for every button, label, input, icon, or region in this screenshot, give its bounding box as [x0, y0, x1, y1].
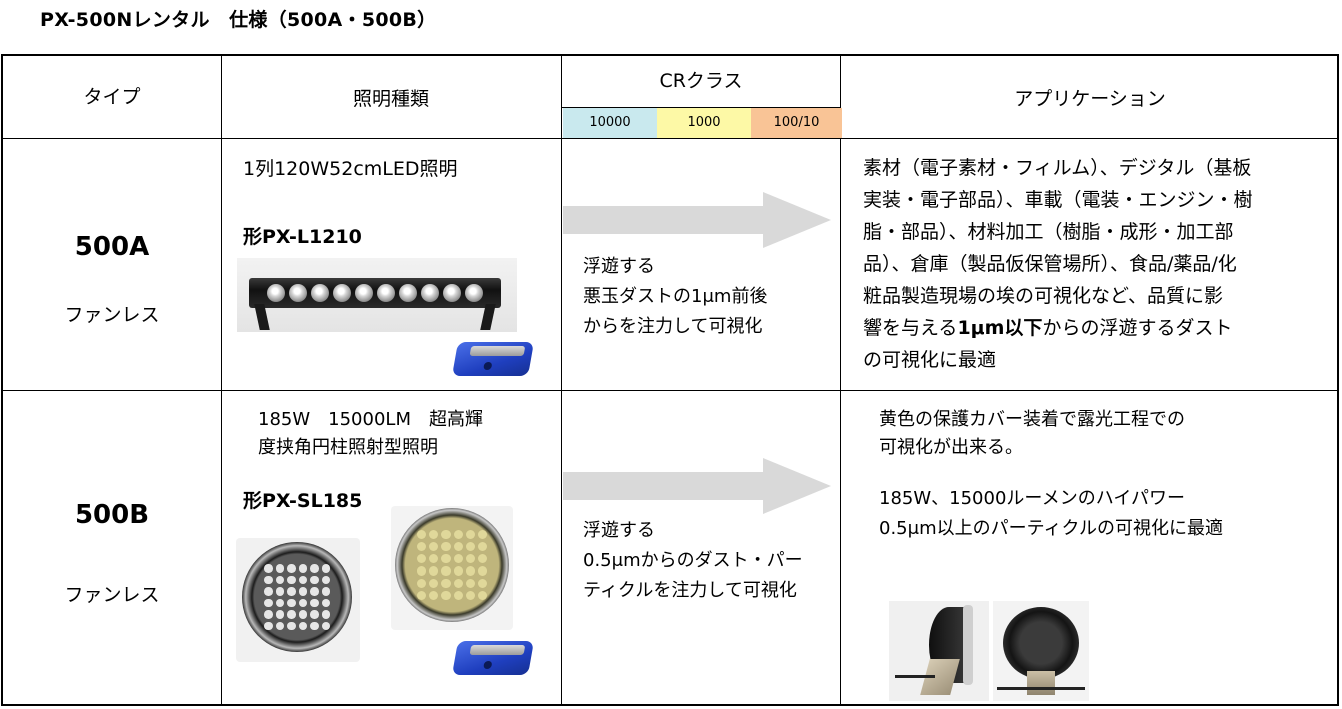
app-line: 黄色の保護カバー装着で露光工程での — [879, 409, 1185, 430]
app-line: 可視化が出来る。 — [879, 437, 1023, 458]
driver-box-image — [452, 641, 534, 675]
yellow-cover-lamp-image — [391, 506, 513, 630]
type-sub-500b: ファンレス — [64, 584, 160, 606]
cr-text-line: ティクルを注力して可視化 — [583, 580, 797, 601]
cr-text-500a: 浮遊する 悪玉ダストの1μm前後 からを注力して可視化 — [583, 252, 767, 342]
app-line: 品）、倉庫（製品仮保管場所）、食品/薬品/化 — [863, 253, 1237, 275]
cr-level-1000: 1000 — [657, 108, 751, 138]
lamp-side-image — [889, 601, 989, 701]
round-lamp-image — [236, 538, 360, 662]
header-cr-class: CRクラス — [659, 70, 743, 92]
header-application: アプリケーション — [1014, 88, 1166, 110]
driver-box-image — [452, 342, 534, 376]
col-divider — [840, 56, 841, 704]
app-line: 響を与える1μm以下からの浮遊するダスト — [863, 312, 1253, 344]
arrow-icon — [563, 458, 831, 514]
type-sub-500a: ファンレス — [64, 304, 160, 326]
type-name-500b: 500B — [74, 500, 150, 530]
cr-text-line: からを注力して可視化 — [583, 316, 763, 337]
cr-text-500b: 浮遊する 0.5μmからのダスト・パー ティクルを注力して可視化 — [583, 516, 803, 606]
cr-text-line: 浮遊する — [583, 520, 655, 541]
col-divider — [221, 56, 222, 704]
cr-level-10000: 10000 — [563, 108, 657, 138]
arrow-icon — [563, 192, 831, 248]
lamp-back-image — [993, 601, 1089, 701]
app-line: 185W、15000ルーメンのハイパワー — [879, 488, 1185, 509]
cr-text-line: 悪玉ダストの1μm前後 — [583, 286, 768, 307]
app-line: 脂・部品）、材料加工（樹脂・成形・加工部 — [863, 221, 1234, 243]
app-line: 粧品製造現場の埃の可視化など、品質に影 — [863, 285, 1224, 307]
model-500b: 形PX-SL185 — [243, 490, 363, 512]
app-text: からの浮遊するダスト — [1042, 317, 1233, 339]
cr-text-line: 浮遊する — [583, 256, 655, 277]
app-line: 0.5μm以上のパーティクルの可視化に最適 — [879, 518, 1223, 539]
lighting-line: 185W 15000LM 超高輝 — [258, 409, 483, 430]
cr-level-100-10: 100/10 — [751, 108, 842, 138]
lighting-desc-500b: 185W 15000LM 超高輝 度挟角円柱照射型照明 — [258, 406, 483, 462]
col-divider — [561, 56, 562, 704]
application-500b-top: 黄色の保護カバー装着で露光工程での 可視化が出来る。 — [879, 406, 1185, 462]
model-500a: 形PX-L1210 — [243, 226, 362, 248]
app-line: 実装・電子部品）、車載（電装・エンジン・樹 — [863, 189, 1253, 211]
header-type: タイプ — [83, 86, 141, 108]
app-line: 素材（電子素材・フィルム）、デジタル（基板 — [863, 157, 1252, 179]
row-divider — [3, 138, 1337, 139]
cr-text-line: 0.5μmからのダスト・パー — [583, 550, 803, 571]
spec-table: タイプ 照明種類 CRクラス 10000 1000 100/10 アプリケーショ… — [1, 54, 1339, 706]
lighting-desc-500a: 1列120W52cmLED照明 — [243, 158, 458, 180]
lighting-line: 度挟角円柱照射型照明 — [258, 437, 438, 458]
led-bar-light-image — [237, 258, 517, 332]
app-text-bold: 1μm以下 — [957, 317, 1043, 339]
cr-divider — [561, 107, 841, 108]
header-lighting: 照明種類 — [352, 88, 429, 110]
app-line: の可視化に最適 — [863, 349, 997, 371]
type-name-500a: 500A — [74, 232, 150, 262]
row-divider — [3, 390, 1337, 391]
application-500b-bottom: 185W、15000ルーメンのハイパワー 0.5μm以上のパーティクルの可視化に… — [879, 484, 1223, 544]
app-text: 響を与える — [863, 317, 958, 339]
page-title: PX-500Nレンタル 仕様（500A・500B） — [40, 9, 437, 31]
application-500a: 素材（電子素材・フィルム）、デジタル（基板 実装・電子部品）、車載（電装・エンジ… — [863, 152, 1253, 376]
